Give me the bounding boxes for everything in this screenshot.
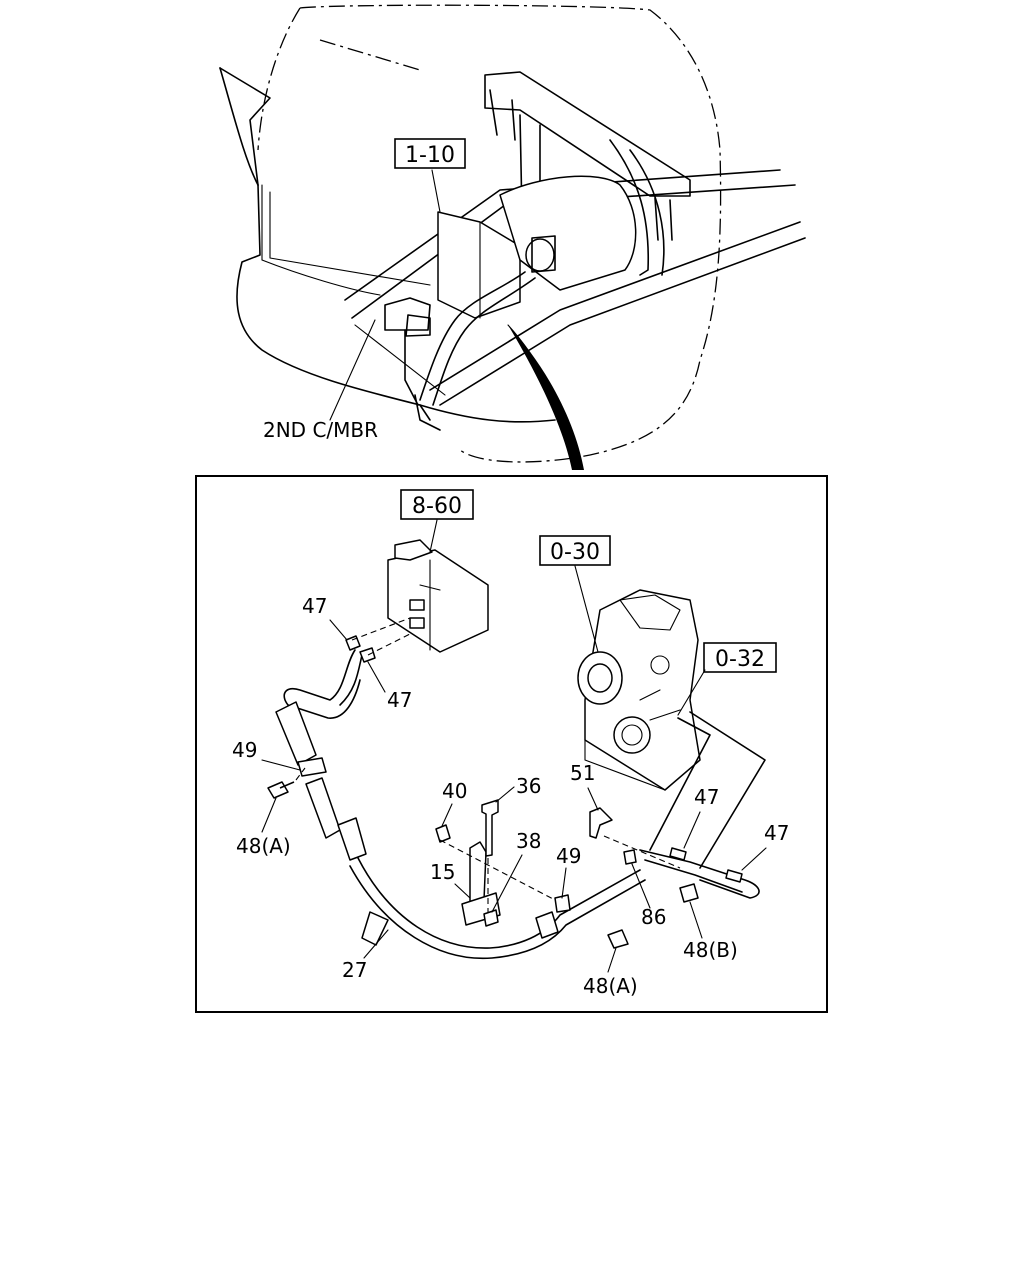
label-47-c: 47 [694, 785, 719, 809]
clip-86 [623, 849, 637, 865]
bolt-36 [481, 799, 499, 857]
ref-box-1-10[interactable]: 1-10 [394, 138, 466, 169]
label-27: 27 [342, 958, 367, 982]
svg-text:8-60: 8-60 [412, 494, 462, 519]
label-49-a: 49 [232, 738, 257, 762]
vehicle-overview [219, 4, 806, 470]
bolt-48a-left [267, 781, 295, 799]
ref-box-8-60[interactable]: 8-60 [400, 489, 474, 520]
ref-box-0-30[interactable]: 0-30 [539, 535, 611, 566]
label-38: 38 [516, 829, 541, 853]
svg-text:0-32: 0-32 [715, 647, 765, 672]
label-47-d: 47 [764, 821, 789, 845]
valve-unit [387, 539, 489, 653]
engine-pump [577, 589, 701, 791]
clamp-49-right [554, 894, 571, 913]
pressure-lines [639, 711, 766, 899]
svg-text:0-30: 0-30 [550, 540, 600, 565]
ref-box-0-32[interactable]: 0-32 [703, 642, 777, 673]
label-36: 36 [516, 774, 541, 798]
label-48b: 48(B) [683, 938, 738, 962]
label-86: 86 [641, 905, 666, 929]
hose-assembly-27 [275, 649, 646, 960]
svg-text:1-10: 1-10 [405, 143, 455, 168]
label-51: 51 [570, 761, 595, 785]
part-51 [589, 807, 613, 839]
label-47-b: 47 [387, 688, 412, 712]
clamp-47-upper [345, 635, 361, 651]
bolt-48b [679, 883, 699, 903]
label-49-b: 49 [556, 844, 581, 868]
bolt-48a-right [607, 929, 629, 949]
label-48a-a: 48(A) [236, 834, 291, 858]
label-15: 15 [430, 860, 455, 884]
label-40: 40 [442, 779, 467, 803]
label-47-a: 47 [302, 594, 327, 618]
clamp-49-left [297, 757, 327, 777]
detail-frame [195, 475, 828, 1013]
clamp-47-lower [359, 647, 376, 663]
label-48a-b: 48(A) [583, 974, 638, 998]
nut-40 [435, 824, 451, 843]
label-2nd-crossmember: 2ND C/MBR [263, 418, 378, 442]
